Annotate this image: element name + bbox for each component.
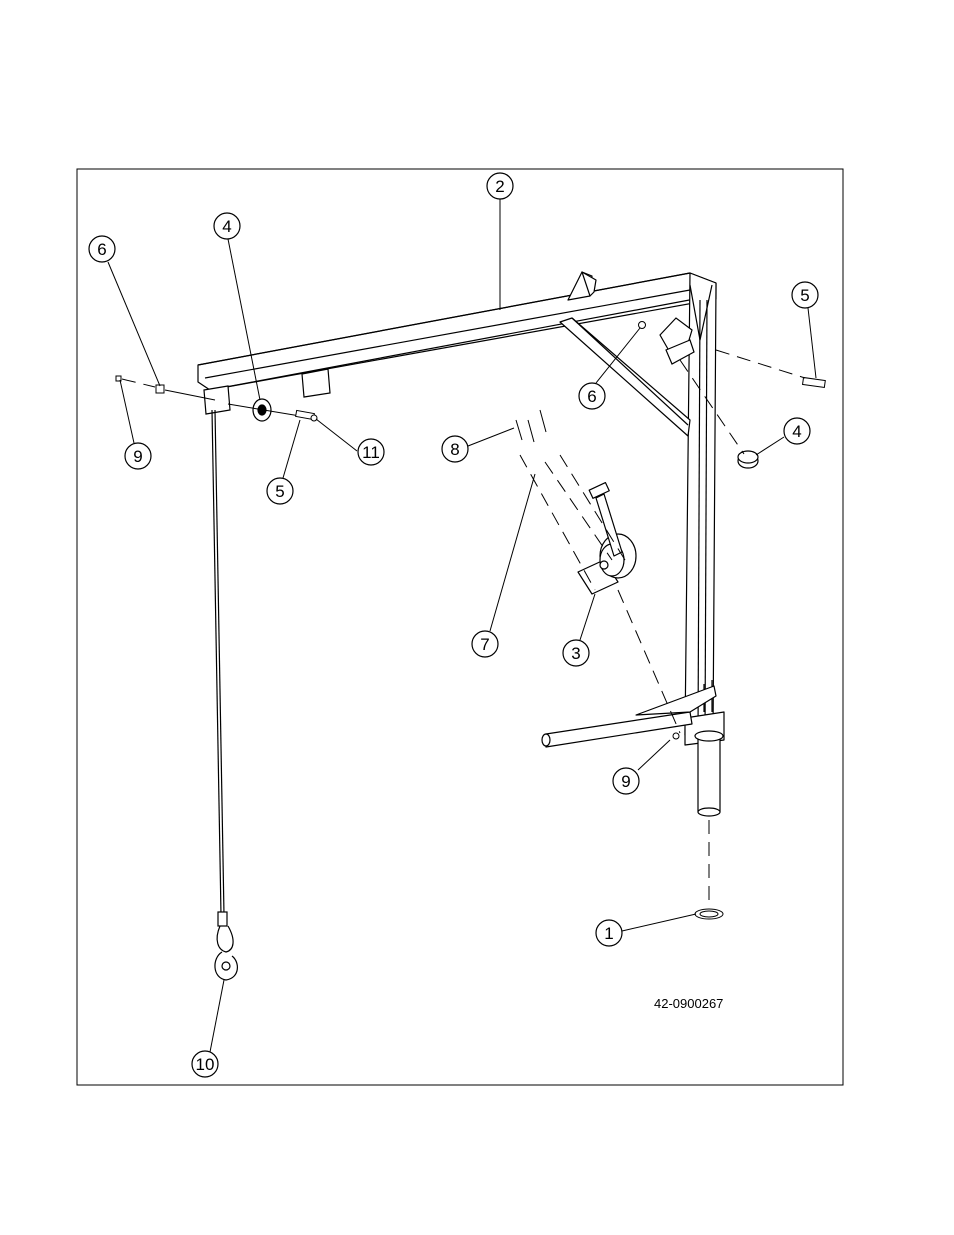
callout-9-left-label: 9 <box>133 447 142 466</box>
callout-11-label: 11 <box>362 443 380 462</box>
callout-5-left: 5 <box>267 478 293 504</box>
sheave-right <box>738 451 758 468</box>
callout-5-right-label: 5 <box>800 286 809 305</box>
callout-7: 7 <box>472 631 498 657</box>
callout-1-label: 1 <box>604 924 613 943</box>
callout-7-label: 7 <box>480 635 489 654</box>
wire-rope-and-hook <box>212 410 237 980</box>
callout-11: 11 <box>358 439 384 465</box>
figure-frame <box>77 169 843 1085</box>
callout-2-label: 2 <box>495 177 504 196</box>
callout-9-right: 9 <box>613 768 639 794</box>
callout-9-left: 9 <box>125 443 151 469</box>
callout-4-left: 4 <box>214 213 240 239</box>
callout-4-right: 4 <box>784 418 810 444</box>
callout-5-right: 5 <box>792 282 818 308</box>
crane-boom <box>198 272 716 390</box>
callout-3-label: 3 <box>571 644 580 663</box>
callout-4-left-label: 4 <box>222 217 231 236</box>
callout-8: 8 <box>442 436 468 462</box>
callout-10-label: 10 <box>196 1055 215 1074</box>
callout-10: 10 <box>192 1051 218 1077</box>
drawing-number: 42-0900267 <box>654 996 723 1011</box>
callout-2: 2 <box>487 173 513 199</box>
callout-9-right-label: 9 <box>621 772 630 791</box>
callout-6-right: 6 <box>579 383 605 409</box>
callout-1: 1 <box>596 920 622 946</box>
callout-5-left-label: 5 <box>275 482 284 501</box>
winch <box>578 483 636 594</box>
callout-6-left: 6 <box>89 236 115 262</box>
callout-6-left-label: 6 <box>97 240 106 259</box>
callout-3: 3 <box>563 640 589 666</box>
callout-6-right-label: 6 <box>587 387 596 406</box>
callout-4-right-label: 4 <box>792 422 801 441</box>
callout-8-label: 8 <box>450 440 459 459</box>
